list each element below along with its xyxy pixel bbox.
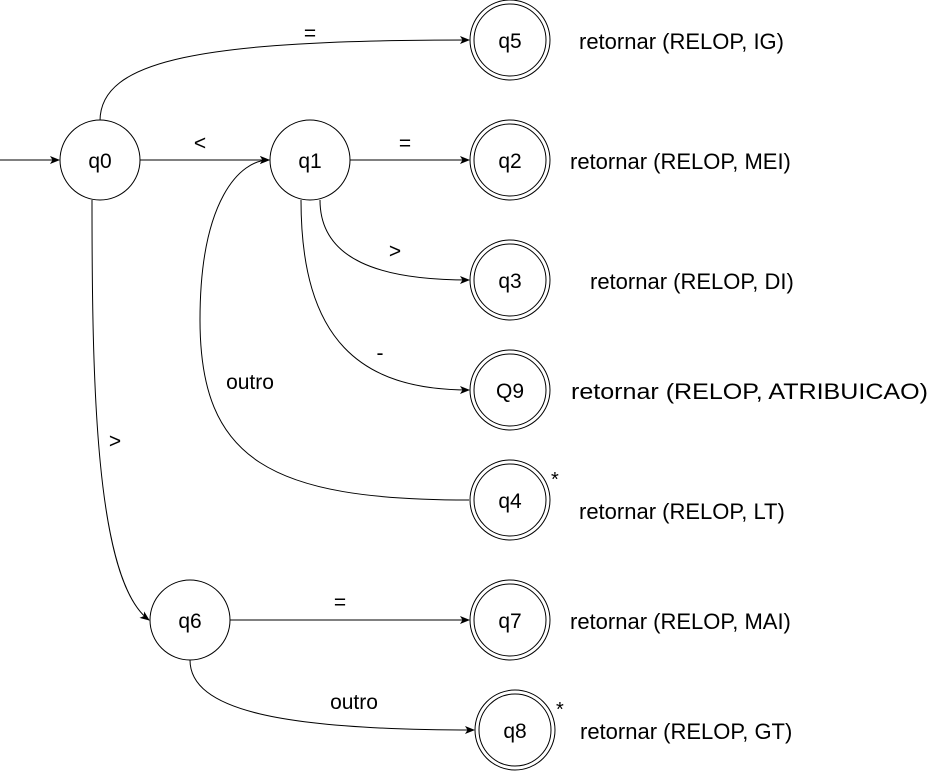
edge-q1-q3 <box>319 199 470 284</box>
state-q3: q3 <box>469 239 551 321</box>
action-label-q4: retornar (RELOP, LT) <box>579 499 785 524</box>
state-label-q5: q5 <box>498 30 521 53</box>
state-q2: q2 <box>469 119 551 201</box>
action-label-q5: retornar (RELOP, IG) <box>579 29 784 54</box>
edge-q6-q8 <box>189 659 475 734</box>
edge-label-q6-q8: outro <box>330 691 378 714</box>
edge-label-q1-q9: - <box>377 342 384 365</box>
retract-marker-q8: * <box>556 699 564 721</box>
edge-q0-q5 <box>99 36 470 122</box>
state-q6: q6 <box>149 579 231 661</box>
state-label-q1: q1 <box>298 150 321 173</box>
state-label-q3: q3 <box>498 270 521 293</box>
action-label-q8: retornar (RELOP, GT) <box>580 719 792 744</box>
action-label-q3: retornar (RELOP, DI) <box>590 269 794 294</box>
retract-marker-q4: * <box>551 469 559 491</box>
edge-label-q0-q5: = <box>304 22 316 45</box>
edge-label-q1-q3: > <box>389 240 401 263</box>
edge-label-q6-q7: = <box>334 591 346 614</box>
state-q5: q5 <box>469 0 551 81</box>
edge-label-q1-q4: outro <box>226 371 274 394</box>
state-q8: q8 <box>474 689 556 771</box>
edge-q1-q9 <box>300 199 470 394</box>
edge-label-q1-q2: = <box>399 132 411 155</box>
state-q7: q7 <box>469 579 551 661</box>
edge-q0-q6 <box>91 199 150 621</box>
state-label-q6: q6 <box>178 610 201 633</box>
state-q4: q4 <box>469 459 551 541</box>
state-label-q4: q4 <box>498 490 522 513</box>
edge-label-q0-q1: < <box>194 132 206 155</box>
state-q1: q1 <box>269 119 351 201</box>
state-q0: q0 <box>59 119 141 201</box>
state-label-q9: Q9 <box>496 380 524 403</box>
edge-q1-q4 <box>199 156 470 501</box>
state-label-q2: q2 <box>498 150 521 173</box>
state-label-q8: q8 <box>503 720 526 743</box>
state-label-q0: q0 <box>88 150 111 173</box>
action-label-q9: retornar (RELOP, ATRIBUICAO) <box>571 379 928 404</box>
edge-label-q0-q6: > <box>109 430 121 453</box>
state-label-q7: q7 <box>498 610 521 633</box>
action-label-q7: retornar (RELOP, MAI) <box>570 609 791 634</box>
action-label-q2: retornar (RELOP, MEI) <box>570 149 791 174</box>
state-q9: Q9 <box>469 349 551 431</box>
